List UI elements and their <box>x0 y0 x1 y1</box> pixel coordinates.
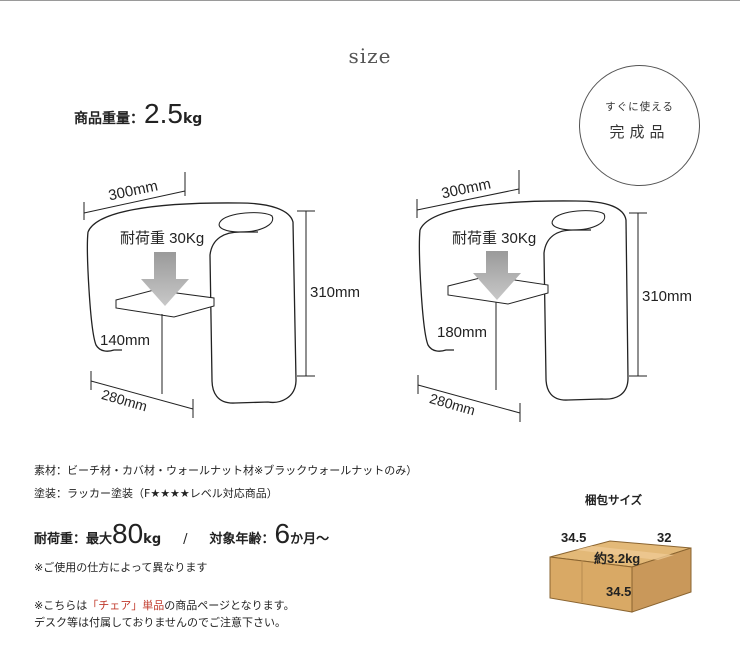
chair-diagrams: 300mm 耐荷重 30Kg 310mm 140mm 280mm 300mm 耐… <box>83 170 692 422</box>
notice-suffix: の商品ページとなります。 <box>164 599 295 612</box>
age-unit: か月〜 <box>290 532 330 547</box>
package-weight: 約3.2kg <box>594 551 641 566</box>
load-value: 80 <box>112 518 144 549</box>
product-weight-unit: kg <box>182 111 203 127</box>
package-dim-right: 32 <box>657 530 672 545</box>
finish-text: 塗装：ラッカー塗装（F★★★★レベル対応商品） <box>34 487 278 500</box>
package-box-icon <box>549 540 692 613</box>
package-dim-left: 34.5 <box>561 530 587 545</box>
product-weight-label: 商品重量： <box>74 111 144 127</box>
load-label: 耐荷重：最大 <box>34 532 113 547</box>
product-weight: 商品重量：2.5kg <box>74 98 202 130</box>
top-divider <box>0 0 740 1</box>
materials-text: 素材：ビーチ材・カバ材・ウォールナット材※ブラックウォールナットのみ） <box>34 464 418 477</box>
age-label: 対象年齢： <box>209 532 275 547</box>
load-capacity: 耐荷重：最大80kg / 対象年齢：6か月〜 <box>34 518 329 550</box>
notice-prefix: ※こちらは <box>34 599 88 612</box>
chair-2-height: 310mm <box>642 288 692 305</box>
load-unit: kg <box>143 532 162 547</box>
badge-line2: 完成品 <box>609 123 670 141</box>
chair-2-seat-height: 180mm <box>437 324 487 341</box>
notice-highlight: 「チェア」単品 <box>87 599 165 612</box>
package-dim-front: 34.5 <box>606 584 632 599</box>
notice-line1: ※こちらは「チェア」単品の商品ページとなります。 <box>34 597 295 613</box>
badge-line1: すぐに使える <box>605 101 674 113</box>
load-separator: / <box>183 532 188 547</box>
chair-1-seat-height: 140mm <box>100 332 150 349</box>
chair-2-width: 300mm <box>440 175 492 202</box>
chair-1-height: 310mm <box>310 284 360 301</box>
chair-2-load: 耐荷重 30Kg <box>452 230 536 247</box>
product-weight-value: 2.5 <box>144 98 183 129</box>
chair-diagram-2 <box>416 170 647 422</box>
chair-diagram-1 <box>83 172 315 418</box>
package-size-title: 梱包サイズ <box>585 493 643 507</box>
notice-line2: デスク等は付属しておりませんのでご注意下さい。 <box>34 616 287 629</box>
chair-1-load: 耐荷重 30Kg <box>120 230 204 247</box>
chair-1-width: 300mm <box>107 177 159 204</box>
age-value: 6 <box>274 518 291 549</box>
ready-made-badge: すぐに使える 完成品 <box>579 65 700 186</box>
usage-note: ※ご使用の仕方によって異なります <box>34 561 208 574</box>
section-title: size <box>348 44 392 68</box>
